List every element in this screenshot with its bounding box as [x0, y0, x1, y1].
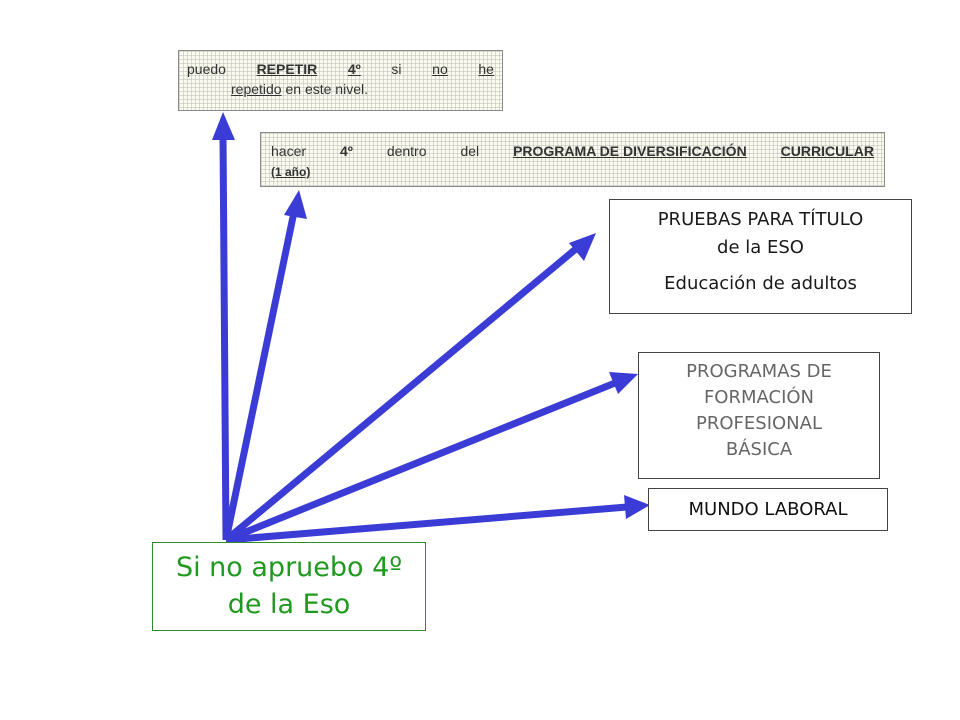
arrow-to-repetir	[212, 112, 235, 541]
arrow-to-laboral	[225, 495, 650, 544]
programas-box: PROGRAMAS DE FORMACIÓN PROFESIONAL BÁSIC…	[638, 352, 880, 479]
repetir-line-2: repetido en este nivel.	[187, 79, 494, 99]
arrow-to-diversificacion	[222, 190, 307, 541]
div-word-del: del	[460, 143, 480, 159]
pruebas-line-1: PRUEBAS PARA TÍTULO	[657, 209, 864, 230]
div-duracion: (1 año)	[271, 165, 311, 179]
repetir-word-puedo: puedo	[187, 61, 226, 77]
origen-line-1: Si no apruebo 4º	[175, 552, 403, 583]
programas-line-4: BÁSICA	[725, 439, 793, 460]
laboral-label: MUNDO LABORAL	[688, 499, 848, 520]
repetir-word-no: no	[432, 61, 448, 77]
repetir-word-si: si	[391, 61, 402, 77]
repetir-line-1: puedo REPETIR 4º si no he	[187, 59, 494, 79]
arrow-to-pruebas	[223, 233, 596, 543]
div-word-hacer: hacer	[271, 143, 307, 159]
div-word-4: 4º	[339, 143, 353, 159]
origen-box: Si no apruebo 4º de la Eso	[152, 542, 426, 631]
diversificacion-box: hacer 4º dentro del PROGRAMA DE DIVERSIF…	[260, 132, 885, 187]
programas-line-2: FORMACIÓN	[703, 387, 815, 408]
laboral-box: MUNDO LABORAL	[648, 488, 888, 531]
repetir-rest: en este nivel.	[281, 81, 368, 97]
div-curricular: CURRICULAR	[780, 143, 874, 159]
repetir-box: puedo REPETIR 4º si no he repetido en es…	[178, 50, 503, 111]
pruebas-line-3: Educación de adultos	[664, 273, 857, 294]
div-programa: PROGRAMA DE DIVERSIFICACIÓN	[513, 143, 747, 159]
div-word-dentro: dentro	[386, 143, 427, 159]
repetir-word-repetido: repetido	[231, 81, 282, 97]
origen-line-2: de la Eso	[227, 589, 351, 620]
diversificacion-line-1: hacer 4º dentro del PROGRAMA DE DIVERSIF…	[271, 141, 874, 161]
programas-line-1: PROGRAMAS DE	[686, 361, 832, 382]
arrow-to-programas	[224, 372, 638, 544]
repetir-word-repetir: REPETIR	[256, 61, 318, 77]
pruebas-line-2: de la ESO	[717, 237, 804, 258]
pruebas-box: PRUEBAS PARA TÍTULO de la ESO Educación …	[609, 199, 912, 314]
repetir-word-he: he	[478, 61, 494, 77]
repetir-word-4: 4º	[347, 61, 361, 77]
programas-line-3: PROFESIONAL	[696, 413, 822, 434]
